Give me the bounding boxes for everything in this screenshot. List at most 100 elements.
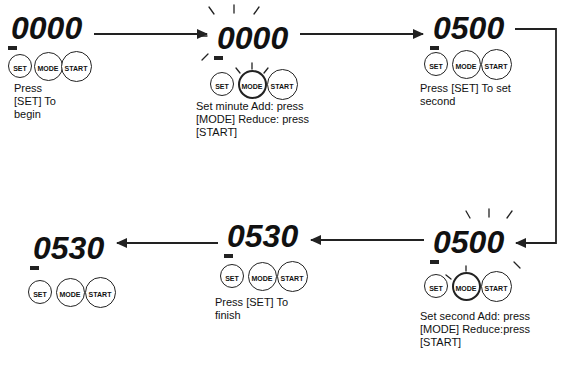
button-label: MODE — [456, 63, 477, 70]
text-holder: START — [89, 283, 112, 301]
mode-indicator — [430, 46, 439, 50]
text-holder: MODE — [456, 55, 477, 73]
caption-holder: Set minute Add: press [MODE] Reduce: pre… — [196, 100, 336, 140]
mode-indicator — [214, 56, 223, 60]
flash-ray — [209, 7, 214, 14]
text-holder: SET — [429, 55, 443, 73]
button-label: SET — [13, 65, 27, 72]
text-holder: 0500 — [433, 12, 507, 44]
button-circle: START — [267, 69, 298, 100]
button-circle: START — [85, 277, 116, 308]
button-label: SET — [429, 63, 443, 70]
button-circle: MODE — [56, 278, 85, 307]
display-digits: 0500 — [433, 12, 507, 44]
flash-ray — [488, 209, 489, 217]
text-holder: MODE — [252, 267, 273, 285]
button-label: START — [281, 275, 304, 282]
caption-holder: Set second Add: press [MODE] Reduce:pres… — [420, 310, 565, 350]
mode-indicator — [30, 266, 39, 270]
button-circle: START — [61, 51, 92, 82]
text-holder: START — [65, 57, 88, 75]
flash-ray — [233, 5, 234, 13]
button-label: MODE — [242, 83, 263, 90]
mode-indicator — [224, 254, 233, 258]
text-holder: SET — [215, 75, 229, 93]
button-label: START — [485, 285, 508, 292]
lcd-display: 0000Set minute Add: press [MODE] Reduce:… — [212, 18, 296, 60]
flash-ray — [199, 35, 207, 36]
caption-holder: Press [SET] To set second — [420, 82, 532, 108]
flow-arrow — [94, 33, 207, 35]
text-holder: 0000 — [217, 22, 291, 54]
button-circle: SET — [210, 72, 234, 96]
text-holder: START — [281, 267, 304, 285]
flash-ray — [202, 54, 208, 60]
step-caption: Press [SET] To set second — [420, 82, 532, 108]
lcd-display: 0530 — [28, 228, 112, 270]
display-digits: 0530 — [227, 220, 301, 252]
text-holder: START — [485, 55, 508, 73]
button-label: START — [89, 291, 112, 298]
mode-indicator — [8, 46, 17, 50]
text-holder: MODE — [456, 277, 477, 295]
button-label: MODE — [456, 285, 477, 292]
text-holder: SET — [225, 267, 239, 285]
text-holder: 0500 — [433, 226, 507, 258]
display-digits: 0530 — [33, 232, 107, 264]
step-caption: Press [SET] To finish — [215, 296, 307, 322]
button-circle: MODE — [238, 70, 267, 99]
flow-arrow — [300, 33, 423, 35]
caption-holder: Press [SET] To finish — [215, 296, 307, 322]
button-circle: SET — [220, 264, 244, 288]
flash-ray — [236, 68, 240, 73]
caption-holder: Press [SET] To begin — [14, 82, 72, 122]
lcd-display: 0000Press [SET] To begin — [6, 8, 90, 50]
mode-indicator — [430, 260, 439, 264]
text-holder: 0000 — [11, 12, 85, 44]
display-digits: 0000 — [217, 22, 291, 54]
flow-arrow — [311, 239, 424, 241]
button-circle: MODE — [452, 272, 481, 301]
flash-ray — [507, 211, 512, 218]
button-label: MODE — [60, 291, 81, 298]
button-label: SET — [215, 83, 229, 90]
button-circle: MODE — [248, 262, 277, 291]
flow-arrow — [117, 242, 218, 244]
button-label: MODE — [252, 275, 273, 282]
flash-ray — [251, 63, 252, 69]
text-holder: MODE — [242, 75, 263, 93]
flash-ray — [466, 211, 470, 218]
step-caption: Set second Add: press [MODE] Reduce:pres… — [420, 310, 565, 350]
flash-ray — [254, 7, 259, 14]
button-circle: START — [481, 49, 512, 80]
display-digits: 0500 — [433, 226, 507, 258]
button-circle: MODE — [34, 52, 63, 81]
lcd-display: 0500Press [SET] To set second — [428, 8, 512, 50]
button-label: START — [485, 63, 508, 70]
button-circle: SET — [28, 280, 52, 304]
button-circle: SET — [424, 274, 448, 298]
lcd-display: 0530Press [SET] To finish — [222, 216, 306, 258]
flash-ray — [465, 266, 466, 271]
button-label: START — [271, 83, 294, 90]
flow-arrow — [515, 29, 556, 243]
text-holder: SET — [33, 283, 47, 301]
flash-ray — [446, 275, 451, 279]
text-holder: MODE — [60, 283, 81, 301]
step-caption: Press [SET] To begin — [14, 82, 72, 122]
step-caption: Set minute Add: press [MODE] Reduce: pre… — [196, 100, 336, 140]
button-circle: SET — [424, 52, 448, 76]
text-holder: 0530 — [227, 220, 301, 252]
text-holder: SET — [429, 277, 443, 295]
button-circle: SET — [8, 54, 32, 78]
button-label: SET — [225, 275, 239, 282]
button-circle: MODE — [452, 50, 481, 79]
text-holder: START — [485, 277, 508, 295]
text-holder: 0530 — [33, 232, 107, 264]
button-label: START — [65, 65, 88, 72]
text-holder: START — [271, 75, 294, 93]
text-holder: SET — [13, 57, 27, 75]
flash-ray — [514, 262, 520, 268]
button-circle: START — [481, 271, 512, 302]
